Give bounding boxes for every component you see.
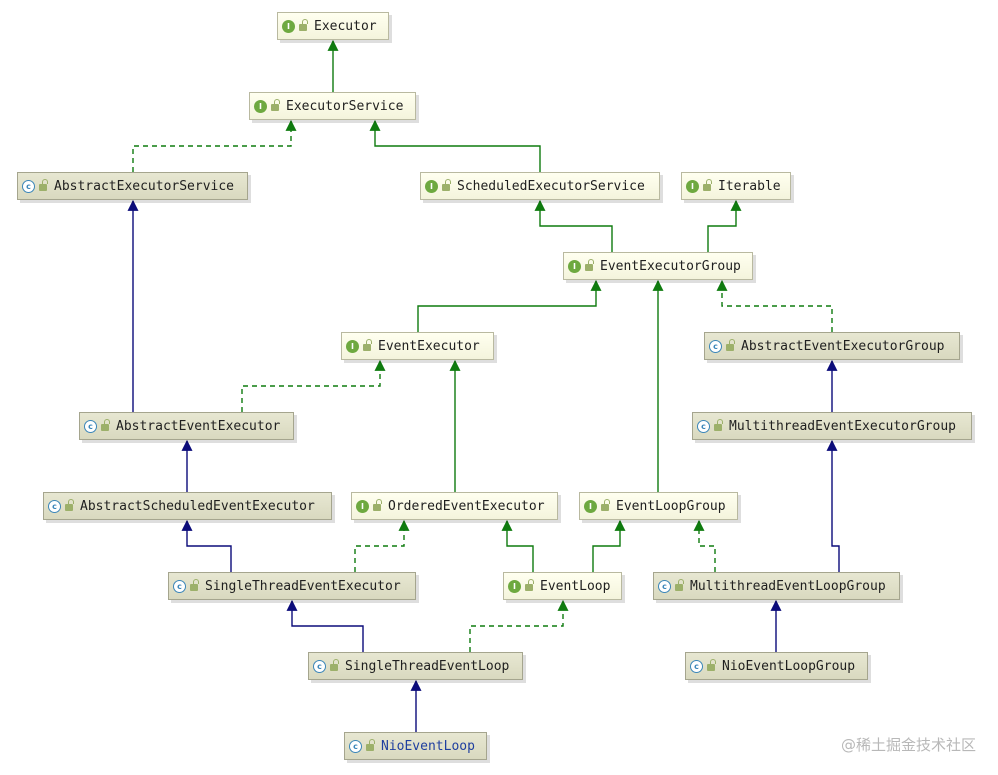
edge-event-executor-group-to-scheduled-executor-service [534,199,613,252]
public-access-icon [65,499,74,511]
class-icon: c [690,659,703,673]
public-access-icon [675,579,684,591]
node-executor-service[interactable]: I ExecutorService [249,92,416,120]
public-access-icon [39,179,48,191]
node-label: SingleThreadEventExecutor [205,578,401,594]
class-icon: c [697,419,710,433]
node-scheduled-executor-service[interactable]: I ScheduledExecutorService [420,172,660,200]
interface-icon: I [254,99,267,113]
node-label: NioEventLoopGroup [722,658,856,674]
node-label: MultithreadEventExecutorGroup [729,418,956,434]
node-label: AbstractEventExecutorGroup [741,338,945,354]
node-label: Iterable [718,178,781,194]
class-icon: c [313,659,326,673]
edge-event-loop-to-event-loop-group [592,519,626,572]
public-access-icon [525,579,534,591]
interface-icon: I [346,339,359,353]
watermark-text: @稀土掘金技术社区 [840,736,976,754]
interface-icon: I [508,579,521,593]
public-access-icon [330,659,339,671]
node-label: ExecutorService [286,98,404,114]
public-access-icon [271,99,280,111]
node-label: NioEventLoop [381,738,475,754]
edge-abstract-executor-service-to-executor-service [132,119,297,172]
class-icon: c [84,419,97,433]
interface-icon: I [425,179,438,193]
class-icon: c [48,499,61,513]
node-label: ScheduledExecutorService [457,178,645,194]
node-label: AbstractExecutorService [54,178,235,194]
class-icon: c [709,339,722,353]
node-event-loop-group[interactable]: I EventLoopGroup [579,492,738,520]
public-access-icon [726,339,735,351]
inheritance-edges [127,39,840,732]
class-icon: c [658,579,671,593]
node-multithread-event-executor-group[interactable]: c MultithreadEventExecutorGroup [692,412,972,440]
node-multithread-event-loop-group[interactable]: c MultithreadEventLoopGroup [653,572,900,600]
interface-icon: I [568,259,581,273]
edge-single-thread-event-loop-to-single-thread-event-executor [286,599,364,652]
public-access-icon [714,419,723,431]
node-nio-event-loop-group[interactable]: c NioEventLoopGroup [685,652,868,680]
edge-single-thread-event-executor-to-ordered-event-executor [354,519,410,572]
node-label: MultithreadEventLoopGroup [690,578,886,594]
node-abstract-scheduled-event-executor[interactable]: c AbstractScheduledEventExecutor [43,492,332,520]
edge-event-loop-to-ordered-event-executor [501,519,534,572]
node-abstract-event-executor-group[interactable]: c AbstractEventExecutorGroup [704,332,960,360]
class-icon: c [22,179,35,193]
class-icon: c [349,739,362,753]
public-access-icon [707,659,716,671]
node-ordered-event-executor[interactable]: I OrderedEventExecutor [351,492,558,520]
node-label: OrderedEventExecutor [388,498,545,514]
node-executor[interactable]: I Executor [277,12,389,40]
node-label: EventLoopGroup [616,498,726,514]
node-event-loop[interactable]: I EventLoop [503,572,622,600]
public-access-icon [601,499,610,511]
node-label: EventExecutor [378,338,480,354]
edge-abstract-event-executor-group-to-event-executor-group [716,279,833,332]
public-access-icon [190,579,199,591]
node-label: SingleThreadEventLoop [345,658,510,674]
node-event-executor-group[interactable]: I EventExecutorGroup [563,252,753,280]
class-icon: c [173,579,186,593]
public-access-icon [585,259,594,271]
node-nio-event-loop[interactable]: c NioEventLoop [344,732,487,760]
interface-icon: I [584,499,597,513]
edge-multithread-event-loop-group-to-event-loop-group [693,519,716,572]
edge-scheduled-executor-service-to-executor-service [369,119,541,172]
node-abstract-event-executor[interactable]: c AbstractEventExecutor [79,412,294,440]
node-event-executor[interactable]: I EventExecutor [341,332,494,360]
node-iterable[interactable]: I Iterable [681,172,791,200]
edge-event-executor-to-event-executor-group [417,279,602,332]
public-access-icon [366,739,375,751]
node-label: EventExecutorGroup [600,258,741,274]
edge-multithread-event-loop-group-to-multithread-event-executor-group [826,439,840,572]
interface-icon: I [686,179,699,193]
node-label: AbstractScheduledEventExecutor [80,498,315,514]
public-access-icon [101,419,110,431]
edge-single-thread-event-executor-to-abstract-scheduled-event-executor [181,519,232,572]
node-label: EventLoop [540,578,611,594]
edge-abstract-event-executor-to-event-executor [241,359,386,412]
node-abstract-executor-service[interactable]: c AbstractExecutorService [17,172,248,200]
node-single-thread-event-executor[interactable]: c SingleThreadEventExecutor [168,572,416,600]
edge-single-thread-event-loop-to-event-loop [469,599,569,652]
node-label: AbstractEventExecutor [116,418,281,434]
public-access-icon [373,499,382,511]
node-single-thread-event-loop[interactable]: c SingleThreadEventLoop [308,652,523,680]
interface-icon: I [356,499,369,513]
edge-event-executor-group-to-iterable [707,199,742,252]
public-access-icon [363,339,372,351]
public-access-icon [299,19,308,31]
public-access-icon [703,179,712,191]
public-access-icon [442,179,451,191]
node-label: Executor [314,18,377,34]
interface-icon: I [282,19,295,33]
